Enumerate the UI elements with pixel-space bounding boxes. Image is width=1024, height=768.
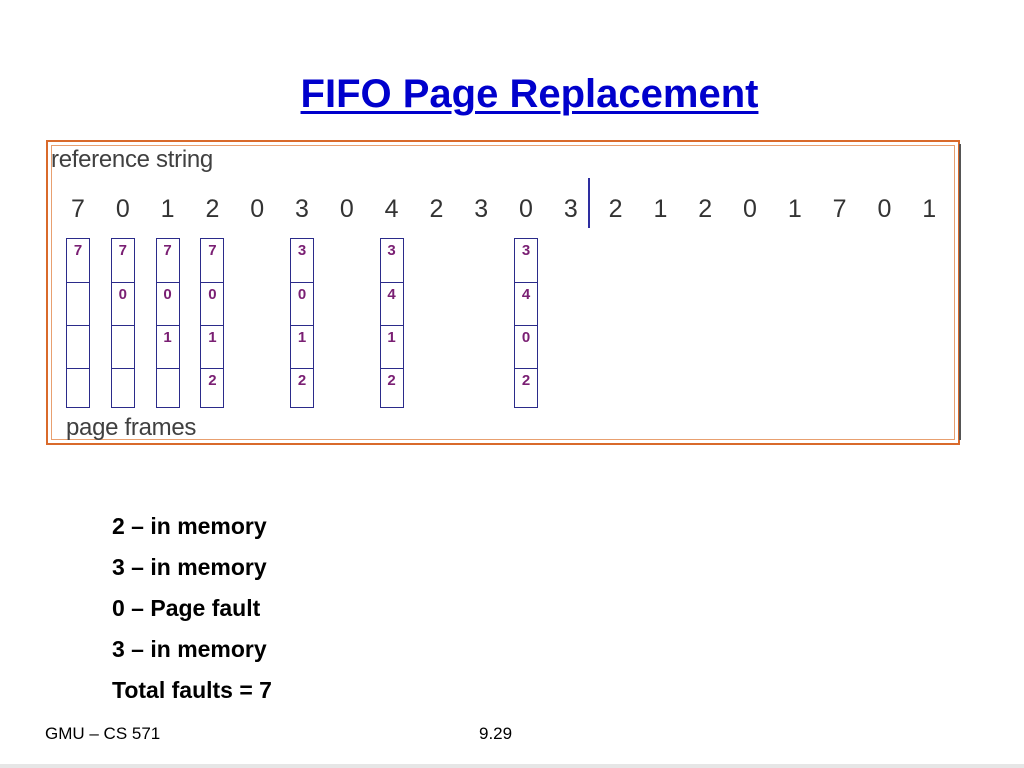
frame-cell: 4 <box>380 282 403 325</box>
slide-title: FIFO Page Replacement <box>300 72 759 116</box>
reference-number: 1 <box>160 195 175 223</box>
reference-number: 0 <box>115 195 130 223</box>
frame-cell <box>67 282 89 325</box>
frame-cell <box>156 368 179 411</box>
frame-cell <box>111 325 134 368</box>
reference-number: 1 <box>922 195 937 223</box>
frame-cell: 1 <box>380 325 403 368</box>
reference-number: 2 <box>205 195 220 223</box>
reference-number: 3 <box>295 195 309 223</box>
frame-cell: 3 <box>297 242 307 259</box>
frame-cell: 7 <box>163 242 172 259</box>
reference-number: 7 <box>71 195 85 223</box>
reference-string-caption: reference string <box>51 146 213 173</box>
reference-number: 2 <box>429 195 444 223</box>
reference-number: 3 <box>563 195 578 223</box>
reference-number: 1 <box>787 195 802 223</box>
frame-cell: 7 <box>73 242 83 259</box>
diagram-inner-border <box>51 145 955 440</box>
note-item: 2 – in memory <box>112 513 267 539</box>
reference-number: 0 <box>250 195 265 223</box>
frame-cell <box>111 368 134 411</box>
reference-number: 4 <box>384 195 399 223</box>
frame-cell: 0 <box>156 282 179 325</box>
frame-cell <box>67 368 89 411</box>
reference-number: 7 <box>832 195 847 223</box>
reference-number: 3 <box>474 195 489 223</box>
frame-cell: 3 <box>521 242 531 259</box>
reference-number: 0 <box>743 195 757 223</box>
reference-number: 1 <box>653 195 668 223</box>
note-item: 0 – Page fault <box>112 595 261 621</box>
note-item: 3 – in memory <box>112 636 267 662</box>
footer-slide-number: 9.29 <box>479 724 513 743</box>
bottom-band <box>0 764 1024 768</box>
frame-cell <box>67 325 89 368</box>
diagram-right-edge <box>959 144 961 440</box>
frame-cell: 0 <box>291 282 313 325</box>
frame-cell: 0 <box>515 325 537 368</box>
frame-cell: 2 <box>380 368 403 411</box>
reference-number: 0 <box>877 195 892 223</box>
reference-divider <box>588 178 590 228</box>
reference-number: 0 <box>519 195 533 223</box>
frame-cell: 3 <box>387 242 396 259</box>
frame-cell: 2 <box>291 368 313 411</box>
footer-course: GMU – CS 571 <box>45 724 161 743</box>
frame-cell: 0 <box>201 282 224 325</box>
frame-cell: 1 <box>201 325 224 368</box>
frame-cell: 7 <box>208 242 217 259</box>
frame-column: 7 <box>66 238 90 408</box>
frame-cell: 7 <box>118 242 127 259</box>
reference-number: 2 <box>608 195 623 223</box>
frame-cell: 2 <box>201 368 224 411</box>
frame-cell: 1 <box>291 325 313 368</box>
frame-cell: 1 <box>156 325 179 368</box>
frame-cell: 4 <box>515 282 537 325</box>
notes-list: 2 – in memory 3 – in memory 0 – Page fau… <box>112 511 272 716</box>
reference-number: 0 <box>339 195 354 223</box>
reference-number: 2 <box>698 195 713 223</box>
page-frames-caption: page frames <box>66 414 197 441</box>
note-item: 3 – in memory <box>112 554 267 580</box>
frame-cell: 2 <box>515 368 537 411</box>
frame-cell: 0 <box>111 282 134 325</box>
total-faults: Total faults = 7 <box>112 677 272 703</box>
